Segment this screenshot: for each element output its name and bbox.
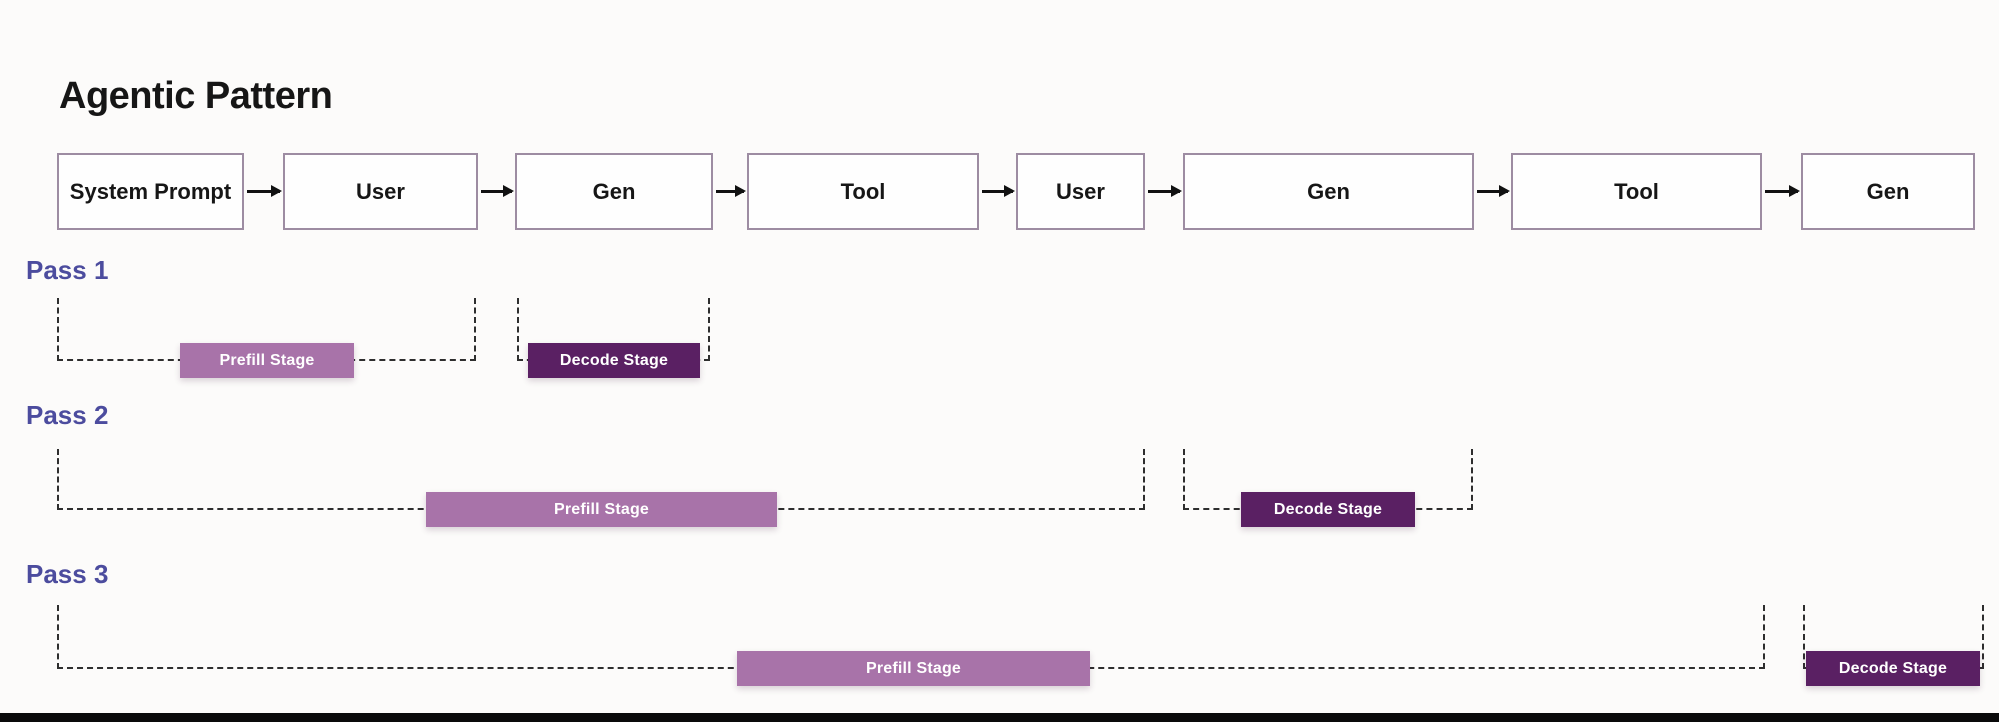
arrow-icon (247, 185, 282, 196)
pass-2-prefill-bracket-right (1143, 449, 1145, 510)
pass-1-decode-bracket-right (708, 298, 710, 361)
flow-box-gen-3: Gen (1801, 153, 1975, 230)
flow-box-user-2: User (1016, 153, 1145, 230)
pass-1-prefill-bracket-right (474, 298, 476, 361)
pass-3-label: Pass 3 (26, 559, 109, 589)
flow-box-gen-1: Gen (515, 153, 713, 230)
pass-1-prefill-bracket-left (57, 298, 59, 361)
pass-2-decode-bracket-right (1471, 449, 1473, 510)
page-title: Agentic Pattern (59, 75, 333, 117)
flow-box-tool-2: Tool (1511, 153, 1762, 230)
flow-box-tool-1: Tool (747, 153, 979, 230)
pass-1-prefill-stage-bar: Prefill Stage (180, 343, 354, 378)
pass-1-decode-stage-bar: Decode Stage (528, 343, 700, 378)
pass-2-decode-stage-bar: Decode Stage (1241, 492, 1415, 527)
pass-1-label: Pass 1 (26, 255, 109, 285)
pass-2-prefill-bracket-left (57, 449, 59, 510)
flow-box-gen-2: Gen (1183, 153, 1474, 230)
pass-3-prefill-stage-bar: Prefill Stage (737, 651, 1090, 686)
arrow-icon (1477, 185, 1510, 196)
pass-3-decode-stage-bar: Decode Stage (1806, 651, 1980, 686)
footer-bar (0, 713, 1999, 722)
arrow-icon (716, 185, 746, 196)
pass-2-prefill-stage-bar: Prefill Stage (426, 492, 777, 527)
flow-box-user-1: User (283, 153, 478, 230)
pass-1-decode-bracket-left (517, 298, 519, 361)
arrow-icon (1765, 185, 1800, 196)
pass-2-label: Pass 2 (26, 400, 109, 430)
pass-2-decode-bracket-left (1183, 449, 1185, 510)
arrow-icon (1148, 185, 1182, 196)
pass-3-decode-bracket-right (1982, 605, 1984, 669)
flow-box-system-prompt: System Prompt (57, 153, 244, 230)
pass-3-prefill-bracket-left (57, 605, 59, 669)
arrow-icon (982, 185, 1015, 196)
pass-3-prefill-bracket-right (1763, 605, 1765, 669)
arrow-icon (481, 185, 514, 196)
pass-3-decode-bracket-left (1803, 605, 1805, 669)
